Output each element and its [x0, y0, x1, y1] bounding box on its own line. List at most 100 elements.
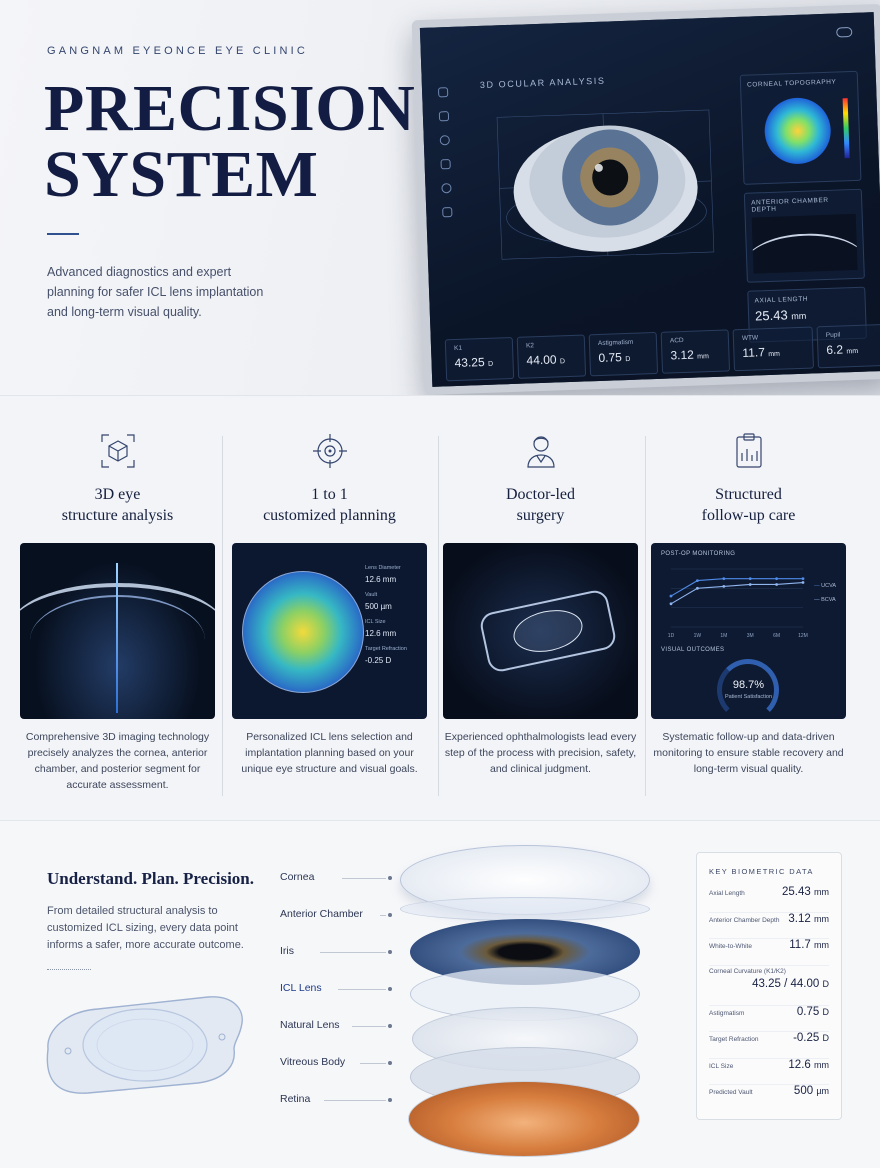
chart-title: POST-OP MONITORING: [661, 551, 736, 557]
3d-eye-render: [496, 109, 715, 260]
feature-description: Systematic follow-up and data-driven mon…: [653, 731, 844, 775]
anatomy-label-cornea[interactable]: Cornea: [280, 871, 392, 908]
axial-value: 25.43 mm: [754, 307, 807, 324]
doctor-icon: [526, 436, 555, 468]
topography-map: [763, 96, 832, 166]
feature-description: Experienced ophthalmologists lead every …: [444, 731, 637, 775]
feature-description: Comprehensive 3D imaging technology prec…: [25, 731, 210, 791]
data-point: [722, 577, 726, 581]
data-point: [775, 583, 778, 586]
oct-scan-image: [20, 543, 215, 719]
acd-title: ANTERIOR CHAMBER DEPTH: [751, 196, 829, 214]
bio-row-target-refraction: Target Refraction-0.25 D: [709, 1032, 829, 1059]
outcomes-title: VISUAL OUTCOMES: [661, 647, 725, 653]
acd-scan-image: [751, 213, 858, 274]
analysis-monitor: 3D OCULAR ANALYSIS CORNEAL TOPOGRAPHY: [411, 3, 880, 395]
stat-k1[interactable]: K1 43.25 D: [444, 336, 515, 382]
anatomy-label-retina[interactable]: Retina: [280, 1093, 392, 1130]
x-tick-label: 1M: [720, 633, 727, 639]
data-point: [669, 594, 673, 598]
topography-title: CORNEAL TOPOGRAPHY: [746, 78, 837, 89]
gauge-label: Patient Satisfaction: [724, 694, 773, 700]
cloud-icon[interactable]: [836, 26, 853, 38]
x-tick-label: 12M: [798, 633, 808, 639]
lens-map: [242, 571, 364, 693]
clipboard-chart-icon: [735, 433, 762, 468]
icl-lens-render: [443, 543, 638, 719]
icl-lens-illustration: [46, 996, 243, 1094]
data-point: [801, 577, 805, 581]
clipboard-icon[interactable]: [440, 159, 451, 170]
stat-k2[interactable]: K2 44.00 D: [516, 334, 587, 379]
monitor-heading: 3D OCULAR ANALYSIS: [479, 75, 606, 90]
data-point: [801, 581, 805, 584]
anatomy-label-icl-lens[interactable]: ICL Lens: [280, 982, 392, 1019]
network-icon[interactable]: [442, 207, 453, 218]
gauge-value: 98.7%: [732, 679, 765, 691]
title-divider: [47, 233, 79, 235]
stat-wtw[interactable]: WTW 11.7 mm: [732, 326, 814, 372]
feature-divider: [645, 436, 646, 796]
x-tick-label: 6M: [773, 633, 780, 639]
data-point: [696, 579, 699, 582]
layer-retina: [408, 1081, 640, 1157]
dotted-divider: [47, 969, 91, 970]
title-line-2: SYSTEM: [44, 138, 319, 211]
monitor-sidebar: [432, 87, 459, 218]
data-point: [775, 577, 778, 581]
x-tick-label: 1D: [668, 633, 675, 639]
section-heading: Understand. Plan. Precision.: [47, 869, 255, 888]
target-icon: [312, 434, 347, 468]
exploded-eye-layers: [400, 839, 650, 1159]
feature-divider: [438, 436, 439, 796]
anatomy-label-natural-lens[interactable]: Natural Lens: [280, 1019, 392, 1056]
corneal-topography-panel[interactable]: CORNEAL TOPOGRAPHY: [739, 70, 862, 185]
anatomy-label-iris[interactable]: Iris: [280, 945, 392, 982]
bio-row-corneal-curvature: Corneal Curvature (K1/K2)43.25 / 44.00 D: [709, 966, 829, 1006]
stat-astigmatism[interactable]: Astigmatism 0.75 D: [588, 331, 659, 377]
data-point: [748, 583, 752, 586]
anatomy-section: Understand. Plan. Precision. From detail…: [0, 820, 880, 1168]
cube-scan-icon: [100, 434, 135, 468]
data-point: [748, 577, 752, 581]
data-point: [696, 586, 699, 590]
x-tick-label: 3M: [747, 633, 754, 639]
stat-pupil[interactable]: Pupil 6.2 mm: [816, 323, 880, 369]
data-point: [722, 585, 726, 588]
series-line-ucva: [670, 578, 803, 597]
target-icon[interactable]: [439, 135, 450, 146]
layer-anterior-chamber: [400, 897, 650, 921]
anatomy-labels: Cornea Anterior Chamber Iris ICL Lens Na…: [280, 871, 392, 1130]
x-tick-label: 1W: [694, 633, 702, 639]
anatomy-label-vitreous-body[interactable]: Vitreous Body: [280, 1056, 392, 1093]
satisfaction-gauge: [717, 659, 779, 719]
page-title: PRECISION SYSTEM: [44, 76, 415, 208]
acd-panel[interactable]: ANTERIOR CHAMBER DEPTH: [743, 188, 865, 283]
hero-description: Advanced diagnostics and expert planning…: [47, 265, 264, 319]
feature-description: Personalized ICL lens selection and impl…: [241, 731, 418, 775]
anatomy-label-anterior-chamber[interactable]: Anterior Chamber: [280, 908, 392, 945]
monitor-stats: K1 43.25 D K2 44.00 D Astigmatism 0.75 D…: [444, 323, 880, 382]
biometric-title: KEY BIOMETRIC DATA: [709, 867, 814, 876]
topography-scale: [842, 98, 850, 159]
clinic-name: GANGNAM EYEONCE EYE CLINIC: [47, 45, 309, 57]
layers-icon[interactable]: [438, 111, 450, 122]
location-icon[interactable]: [441, 183, 452, 194]
home-icon[interactable]: [437, 87, 449, 98]
stat-acd[interactable]: ACD 3.12 mm: [660, 329, 731, 374]
